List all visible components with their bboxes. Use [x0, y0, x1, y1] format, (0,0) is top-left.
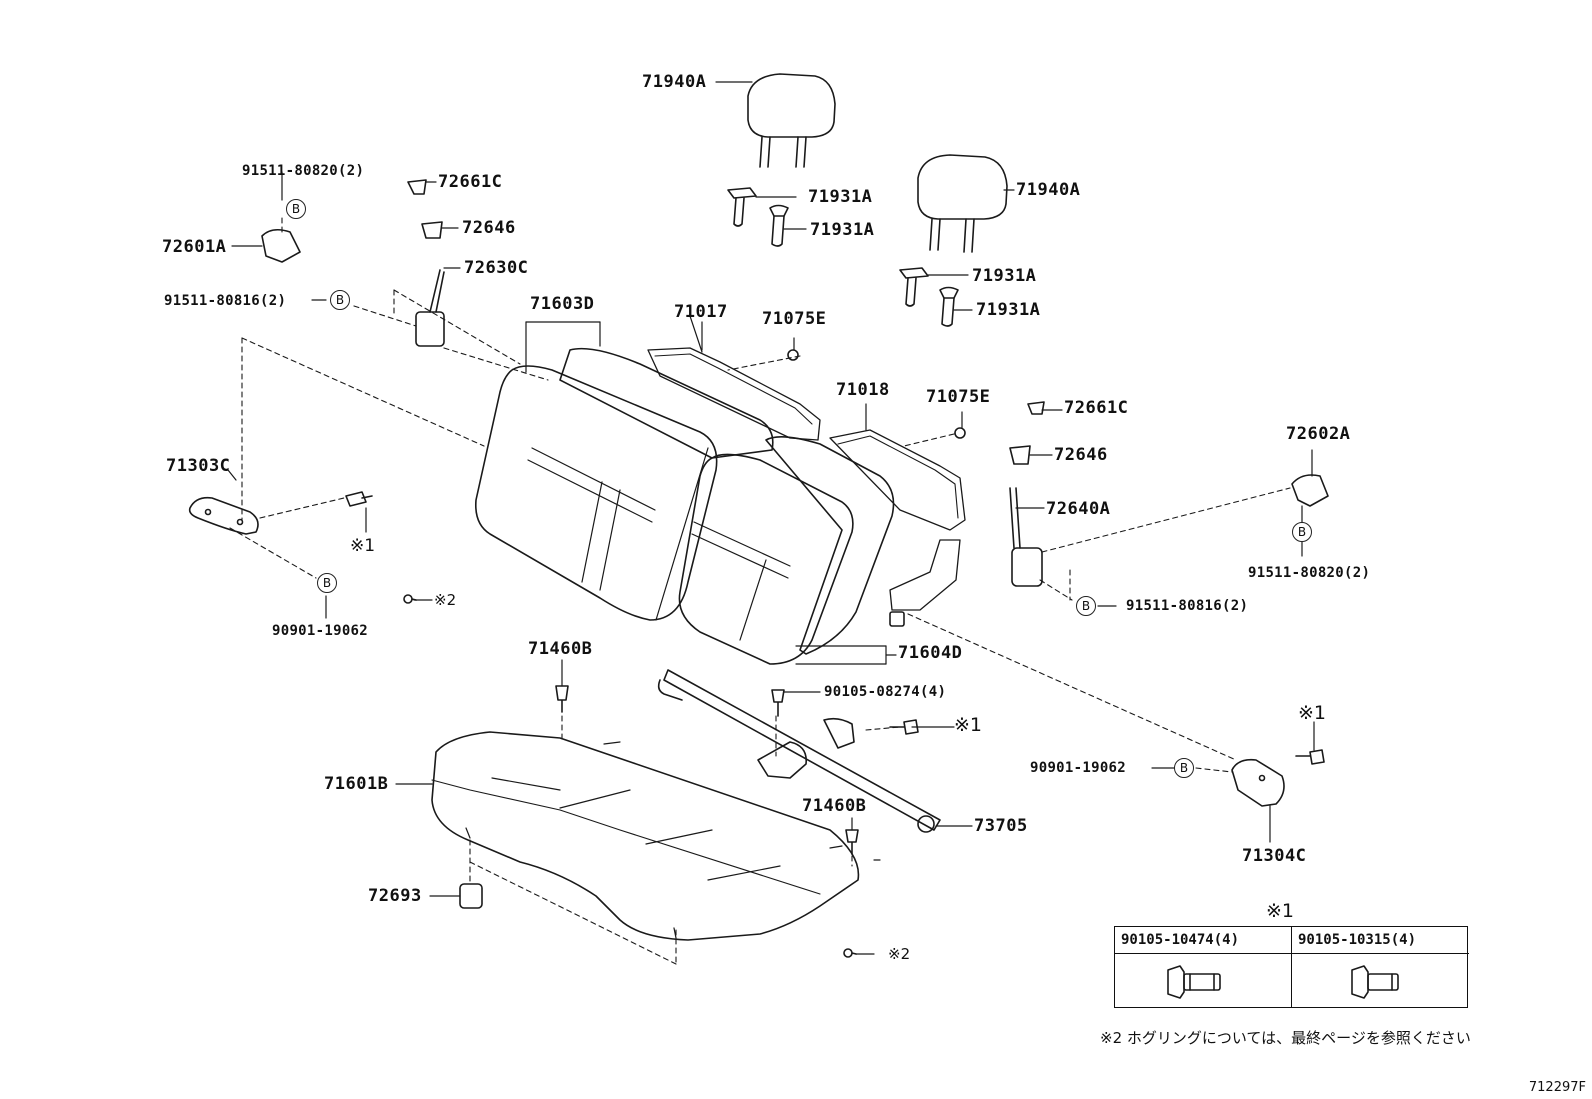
latch-left [415, 269, 445, 347]
label-frame-right: 71018 [836, 380, 890, 400]
bolt-circle-b-3: B [1292, 522, 1312, 542]
label-bolt-mark-center: ※1 [954, 714, 983, 736]
label-lock-right: 72640A [1046, 499, 1111, 519]
label-cushion: 71601B [324, 774, 389, 794]
label-bracket-right: 71304C [1242, 846, 1307, 866]
small-caps [407, 179, 1045, 465]
label-hook: 72693 [368, 886, 422, 906]
label-clip-left: 71460B [528, 639, 593, 659]
bracket-right-part [1231, 749, 1325, 807]
label-cover-right-top: 72661C [1064, 398, 1129, 418]
seat-cushion [431, 731, 860, 941]
label-knob-right: 72646 [1054, 445, 1108, 465]
label-seatback-cover-right: 71604D [898, 643, 963, 663]
bolt-circle-b-4: B [1076, 596, 1096, 616]
label-headrest-left: 71940A [642, 72, 707, 92]
label-support-1: 71931A [808, 187, 873, 207]
bolt-circle-b-2: B [330, 290, 350, 310]
label-frame-left: 71017 [674, 302, 728, 322]
diagram-code: 712297F [1528, 1080, 1586, 1095]
dashed-lines [229, 217, 1291, 967]
label-hinge-right: 72602A [1286, 424, 1351, 444]
label-support-4: 71931A [976, 300, 1041, 320]
hog-rings [403, 594, 857, 958]
bolt-table-col2: 90105-10315(4) [1292, 927, 1469, 954]
label-clip-right: 71460B [802, 796, 867, 816]
label-hinge-bar: 73705 [974, 816, 1028, 836]
label-seatback-cover: 71603D [530, 294, 595, 314]
bolt-table-title: ※1 [1266, 900, 1295, 922]
label-bolt-right-mid: 91511-80816(2) [1126, 598, 1249, 614]
label-cover-left-top: 72661C [438, 172, 503, 192]
bolt-table-cell2 [1292, 954, 1469, 1007]
label-bolt-left-top: 91511-80820(2) [242, 163, 365, 179]
bolt-table-cell1 [1115, 954, 1292, 1007]
label-support-2: 71931A [810, 220, 875, 240]
label-bolt-left-mid: 91511-80816(2) [164, 293, 287, 309]
seatback-left [474, 347, 774, 621]
label-bracket-left: 71303C [166, 456, 231, 476]
label-headrest-right: 71940A [1016, 180, 1081, 200]
label-bolt-mark-left: ※1 [350, 536, 376, 556]
label-nut-left: 71075E [762, 309, 827, 329]
hinge-plates [261, 228, 1329, 507]
leader-lines [227, 81, 1315, 955]
bracket-left-part [188, 491, 373, 535]
bolt-table: 90105-10474(4) 90105-10315(4) [1114, 926, 1469, 1008]
latch-right [1009, 487, 1043, 587]
clip-hooks [459, 685, 859, 909]
hinge-bar [657, 669, 941, 833]
seatback-right [678, 436, 895, 665]
label-hinge-left: 72601A [162, 237, 227, 257]
label-knob-left: 72646 [462, 218, 516, 238]
label-bolt-right-top: 91511-80820(2) [1248, 565, 1371, 581]
label-ring-mark-left: ※2 [434, 591, 457, 609]
bolt-circle-b-6: B [1174, 758, 1194, 778]
label-ring-mark-right: ※2 [888, 945, 911, 963]
bolt-circle-b-5: B [317, 573, 337, 593]
footnote: ※2 ホグリングについては、最終ページを参照ください [1100, 1029, 1471, 1047]
headrest-supports [727, 187, 959, 327]
label-nut-right: 71075E [926, 387, 991, 407]
bolt-illustrations [1167, 965, 1399, 999]
label-lock-left: 72630C [464, 258, 529, 278]
label-bolt-right-bottom: 90901-19062 [1030, 760, 1127, 776]
seatback-rear-frame [647, 347, 966, 627]
label-bolt-center: 90105-08274(4) [824, 684, 947, 700]
bolt-table-col1: 90105-10474(4) [1115, 927, 1292, 954]
label-bolt-mark-right: ※1 [1298, 702, 1327, 724]
headrest-left [747, 73, 836, 168]
label-bolt-left-bottom: 90901-19062 [272, 623, 369, 639]
bolt-circle-b-1: B [286, 199, 306, 219]
headrest-right [917, 154, 1008, 253]
label-support-3: 71931A [972, 266, 1037, 286]
